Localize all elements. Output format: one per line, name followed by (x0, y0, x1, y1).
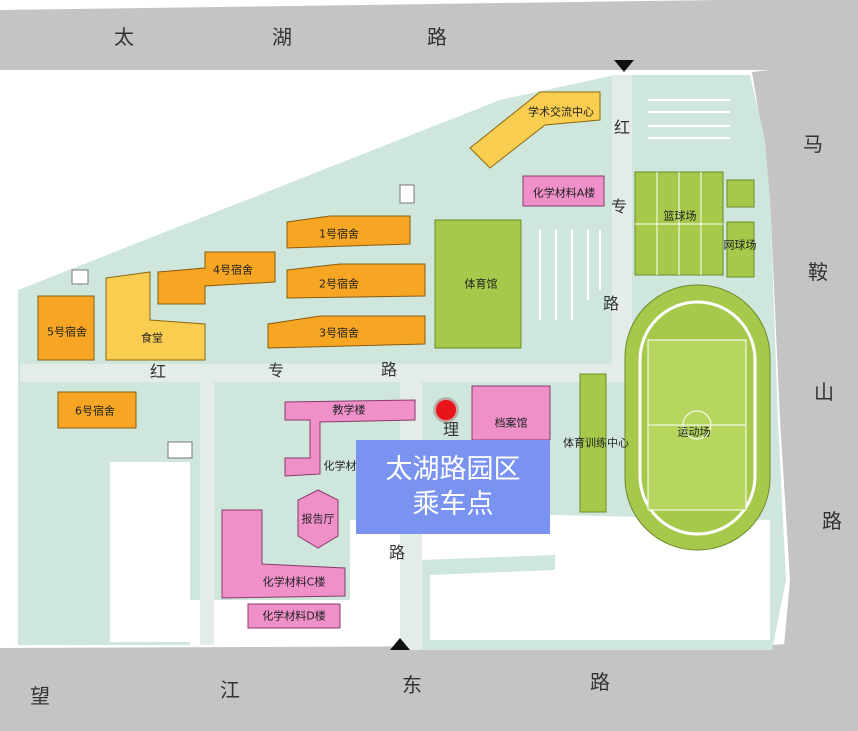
pickup-location-marker[interactable] (434, 398, 458, 422)
road-wangjiang-3: 东 (402, 673, 422, 697)
label-dorm3: 3号宿舍 (319, 326, 359, 340)
label-dorm5: 5号宿舍 (47, 325, 87, 339)
road-li: 理 (442, 420, 460, 439)
label-tennis: 网球场 (723, 238, 757, 252)
label-dorm2: 2号宿舍 (319, 277, 359, 291)
wangjiang-road (0, 640, 858, 731)
label-chem-c: 化学材料C楼 (262, 575, 326, 589)
callout-line2: 乘车点 (412, 489, 494, 520)
label-stadium: 运动场 (677, 425, 711, 439)
label-gym: 体育馆 (464, 277, 498, 291)
label-dorm4: 4号宿舍 (213, 263, 253, 277)
road-maanshan-3: 山 (814, 380, 834, 404)
pickup-callout: 太湖路园区 乘车点 (356, 440, 550, 534)
label-chem-a: 化学材料A楼 (532, 186, 596, 200)
road-wangjiang-1: 望 (30, 684, 50, 708)
road-hongzhuan-v-2: 专 (610, 197, 628, 216)
label-dorm1: 1号宿舍 (319, 227, 359, 241)
label-canteen: 食堂 (141, 331, 163, 345)
road-maanshan-2: 鞍 (808, 260, 828, 284)
label-teaching: 教学楼 (332, 403, 366, 417)
road-wangjiang-4: 路 (590, 670, 610, 694)
label-archives: 档案馆 (494, 416, 528, 430)
road-taihu-3: 路 (427, 25, 447, 49)
road-wangjiang-2: 江 (220, 678, 240, 702)
road-taihu-1: 太 (114, 25, 134, 49)
road-hongzhuan-v-1: 红 (613, 118, 631, 137)
road-hongzhuan-v-3: 路 (602, 294, 620, 313)
label-chem-d: 化学材料D楼 (262, 609, 326, 623)
road-taihu-2: 湖 (272, 25, 292, 49)
road-hongzhuan-h-2: 专 (267, 361, 285, 380)
road-maanshan-1: 马 (803, 132, 823, 156)
road-maanshan-4: 路 (822, 509, 842, 533)
taihu-road (0, 0, 858, 70)
label-chem-b: 化学材 (323, 459, 357, 473)
road-li-lu: 路 (388, 543, 406, 562)
road-hongzhuan-h-1: 红 (149, 362, 167, 381)
label-lecture-hall: 报告厅 (301, 512, 335, 526)
label-academic-center: 学术交流中心 (528, 105, 594, 119)
label-sports-center: 体育训练中心 (563, 436, 629, 450)
label-dorm6: 6号宿舍 (75, 404, 115, 418)
callout-line1: 太湖路园区 (385, 453, 521, 485)
maanshan-road (752, 60, 858, 731)
road-hongzhuan-h-3: 路 (380, 360, 398, 379)
label-basketball: 篮球场 (663, 209, 697, 223)
